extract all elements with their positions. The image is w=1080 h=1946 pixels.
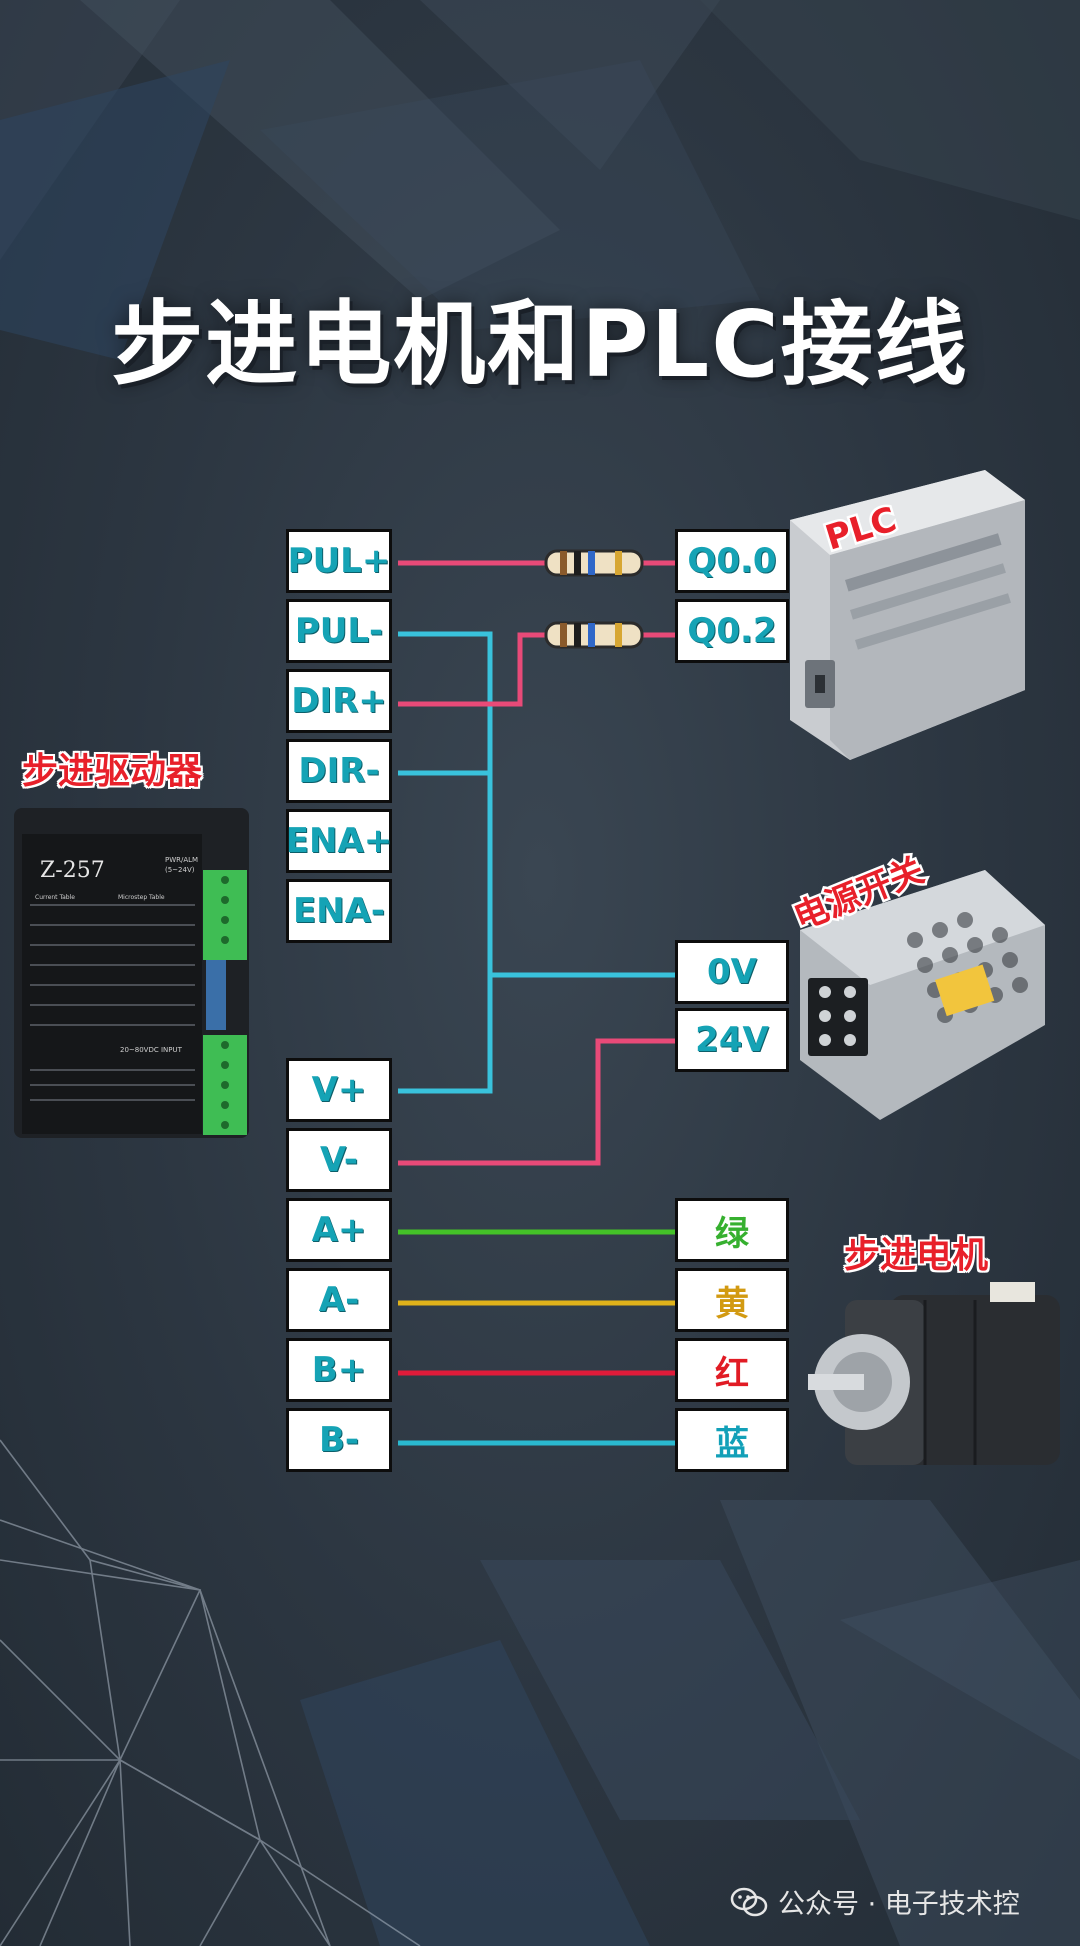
terminal-v-plus: V+ (286, 1058, 392, 1122)
terminal-pul-plus: PUL+ (286, 529, 392, 593)
page-title: 步进电机和PLC接线 (111, 291, 969, 398)
network-lines (0, 1439, 421, 1946)
motor-wire-green: 绿 (675, 1198, 789, 1262)
power-supply-device (800, 870, 1045, 1120)
driver-pwr-text: PWR/ALM (165, 856, 198, 864)
terminal-b-minus: B- (286, 1408, 392, 1472)
resistor-q02 (544, 621, 644, 649)
driver-label: 步进驱动器 (22, 751, 203, 792)
stepper-driver-device: Z-257 PWR/ALM (5~24V) Current Table Micr… (14, 808, 249, 1138)
motor-wire-red: 红 (675, 1338, 789, 1402)
terminal-dir-plus: DIR+ (286, 669, 392, 733)
wires (398, 560, 675, 1446)
terminal-24v: 24V (675, 1008, 789, 1072)
plc-device (790, 470, 1025, 760)
terminal-dir-minus: DIR- (286, 739, 392, 803)
terminal-a-minus: A- (286, 1268, 392, 1332)
terminal-pul-minus: PUL- (286, 599, 392, 663)
motor-wire-yellow: 黄 (675, 1268, 789, 1332)
terminal-q00: Q0.0 (675, 529, 789, 593)
watermark: 公众号 · 电子技术控 (730, 1882, 1020, 1921)
motor-wire-blue: 蓝 (675, 1408, 789, 1472)
watermark-text: 公众号 · 电子技术控 (778, 1889, 1020, 1920)
driver-voltage-text: (5~24V) (165, 866, 195, 874)
terminal-0v: 0V (675, 940, 789, 1004)
stepper-motor-device (808, 1282, 1060, 1465)
driver-model: Z-257 (40, 858, 105, 883)
wire-vplus-common (398, 975, 493, 1094)
terminal-b-plus: B+ (286, 1338, 392, 1402)
terminal-ena-plus: ENA+ (286, 809, 392, 873)
wire-vminus-24v (398, 1038, 675, 1166)
terminal-ena-minus: ENA- (286, 879, 392, 943)
terminal-a-plus: A+ (286, 1198, 392, 1262)
motor-label: 步进电机 (844, 1235, 989, 1276)
terminal-v-minus: V- (286, 1128, 392, 1192)
driver-current-table: Current Table (35, 894, 75, 901)
terminal-q02: Q0.2 (675, 599, 789, 663)
wire-pul-minus-common (398, 631, 493, 975)
driver-input-text: 20~80VDC INPUT (120, 1046, 183, 1054)
driver-microstep-table: Microstep Table (118, 894, 165, 901)
resistor-q00 (544, 549, 644, 577)
wechat-icon (730, 1887, 768, 1916)
